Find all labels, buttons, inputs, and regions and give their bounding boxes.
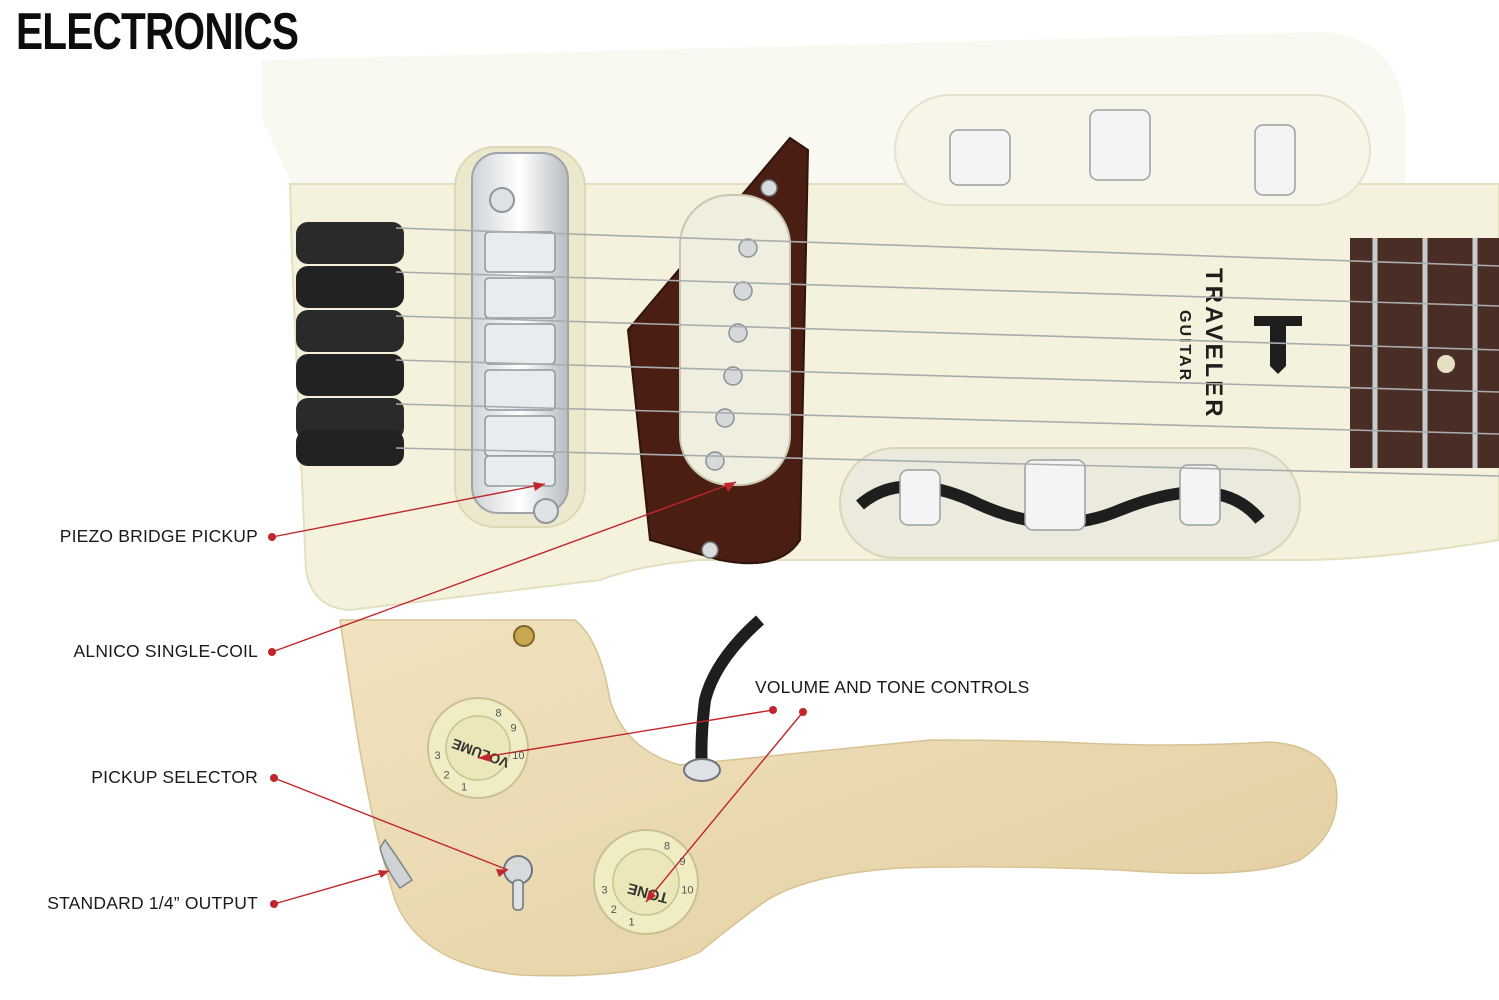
string-anchors [296, 222, 404, 466]
leader-volume [477, 709, 774, 759]
leader-selector [273, 777, 509, 871]
tuner-keys [899, 109, 1296, 531]
cable-grommet [683, 758, 721, 782]
volume-scale-8: 8 [495, 708, 501, 720]
tone-scale-3: 3 [602, 884, 608, 896]
wooden-leg-rest [339, 619, 1338, 977]
callout-leaders [271, 481, 804, 905]
traveler-logo [1254, 316, 1302, 374]
leader-tone [645, 711, 804, 903]
bridge-saddles [484, 231, 556, 487]
volume-scale-3: 3 [435, 750, 441, 762]
tone-scale-9: 9 [679, 856, 685, 868]
callout-alnico-single-coil: ALNICO SINGLE-COIL [73, 641, 258, 661]
brand-name: TRAVELER [1200, 268, 1227, 420]
pickup-pole-pieces [705, 238, 758, 471]
leader-alnico [271, 481, 737, 653]
callout-pickup-selector: PICKUP SELECTOR [91, 767, 258, 787]
leader-piezo [271, 483, 546, 538]
leader-output [273, 870, 390, 905]
wood-screw-hole [513, 625, 535, 647]
volume-scale-2: 2 [444, 769, 450, 781]
fret-marker [1437, 355, 1455, 373]
volume-scale-1: 1 [461, 782, 467, 794]
page-title: ELECTRONICS [16, 3, 299, 61]
tone-scale-1: 1 [629, 917, 635, 929]
output-jack [379, 838, 414, 890]
tone-scale-2: 2 [611, 904, 617, 916]
callout-dots [268, 533, 807, 908]
callout-arrowheads [378, 482, 736, 902]
callout-volume-tone-controls: VOLUME AND TONE CONTROLS [755, 677, 1030, 697]
callout-piezo-bridge-pickup: PIEZO BRIDGE PICKUP [59, 526, 258, 546]
tone-knob: TONE [593, 829, 699, 935]
volume-knob: VOLUME [427, 697, 529, 799]
strings [395, 227, 1499, 477]
pickup-selector-switch [503, 855, 533, 911]
volume-scale-9: 9 [510, 723, 516, 735]
brand-sub: GUITAR [1176, 310, 1193, 382]
callout-standard-output: STANDARD 1/4” OUTPUT [47, 893, 258, 913]
tone-scale-10: 10 [681, 884, 693, 896]
volume-scale-10: 10 [512, 750, 524, 762]
tone-scale-8: 8 [664, 841, 670, 853]
output-cable [695, 615, 764, 771]
frets [1372, 238, 1478, 468]
